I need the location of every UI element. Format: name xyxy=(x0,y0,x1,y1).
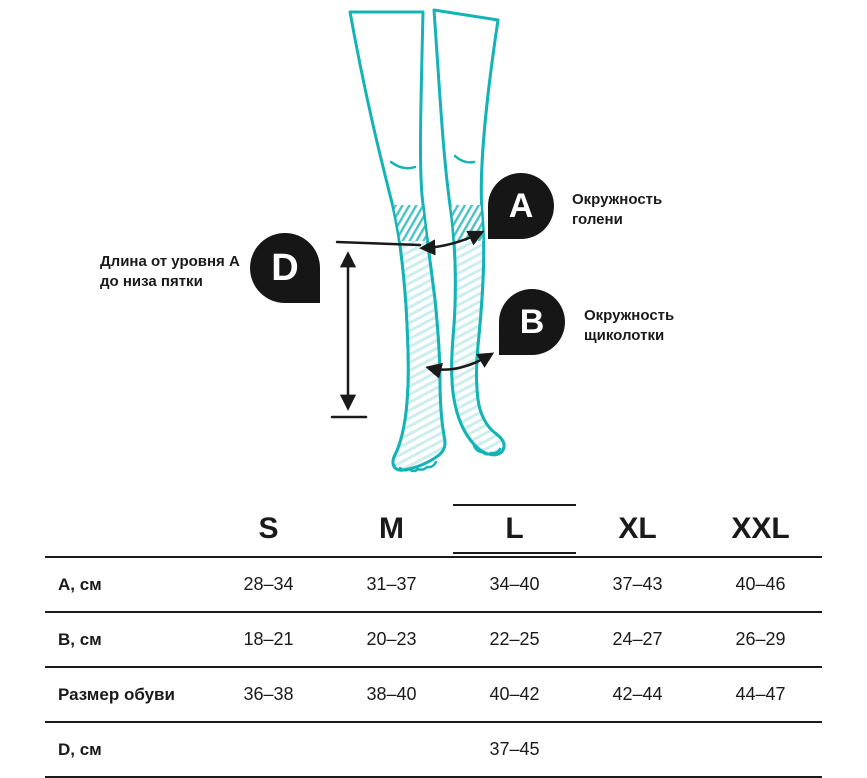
size-column-header-s: S xyxy=(258,512,279,545)
size-value: 44–47 xyxy=(735,684,786,704)
ankle-circumference-label: Окружность щиколотки xyxy=(584,307,675,344)
table-row-a: А, см 28–34 31–37 34–40 37–43 40–46 xyxy=(45,556,822,611)
row-label: А, см xyxy=(58,574,102,594)
measure-tick-top xyxy=(335,240,422,247)
row-label: Размер обуви xyxy=(58,684,175,704)
size-value: 34–40 xyxy=(489,574,540,594)
size-column-header-m: M xyxy=(379,512,404,545)
size-table: S M L XL XXL А, см 28–34 31–37 34–40 37–… xyxy=(45,502,822,778)
calf-circumference-arrow xyxy=(419,230,485,256)
marker-a-letter: A xyxy=(508,186,534,225)
table-row-shoe-size: Размер обуви 36–38 38–40 40–42 42–44 44–… xyxy=(45,666,822,721)
marker-a-badge: A xyxy=(488,173,554,239)
legs-illustration xyxy=(330,8,506,473)
right-foot-toes xyxy=(472,444,502,456)
row-label: D, см xyxy=(58,739,102,759)
measurement-arrows xyxy=(330,230,495,419)
size-value: 31–37 xyxy=(366,574,417,594)
size-value: 28–34 xyxy=(243,574,294,594)
size-value: 40–46 xyxy=(735,574,786,594)
size-value-spanning: 37–45 xyxy=(489,739,540,759)
marker-d-letter: D xyxy=(271,246,299,289)
length-d-label: Длина от уровня А до низа пятки xyxy=(100,253,240,290)
size-column-header-xxl: XXL xyxy=(731,512,790,545)
size-value: 37–43 xyxy=(612,574,663,594)
sizing-diagram: A B D Окружность голени Окружность щикол… xyxy=(100,8,675,473)
size-value: 18–21 xyxy=(243,629,294,649)
size-value: 36–38 xyxy=(243,684,294,704)
size-table-header-row: S M L XL XXL xyxy=(45,502,822,556)
table-row-d: D, см 37–45 xyxy=(45,721,822,776)
table-row-b: B, см 18–21 20–23 22–25 24–27 26–29 xyxy=(45,611,822,666)
ankle-circumference-arrow xyxy=(425,352,495,379)
marker-b-letter: B xyxy=(519,302,545,341)
marker-d-badge: D xyxy=(250,233,320,303)
size-value: 26–29 xyxy=(735,629,786,649)
size-value: 20–23 xyxy=(366,629,417,649)
size-value: 24–27 xyxy=(612,629,663,649)
size-column-header-xl: XL xyxy=(618,512,657,545)
size-value: 42–44 xyxy=(612,684,663,704)
size-value: 38–40 xyxy=(366,684,417,704)
size-value: 40–42 xyxy=(489,684,540,704)
leg-details xyxy=(389,154,502,473)
left-foot-toes xyxy=(398,460,438,473)
marker-b-badge: B xyxy=(499,289,565,355)
size-column-header-l-selected: L xyxy=(453,504,576,554)
row-label: B, см xyxy=(58,629,102,649)
size-value: 22–25 xyxy=(489,629,540,649)
calf-circumference-label: Окружность голени xyxy=(572,191,663,228)
